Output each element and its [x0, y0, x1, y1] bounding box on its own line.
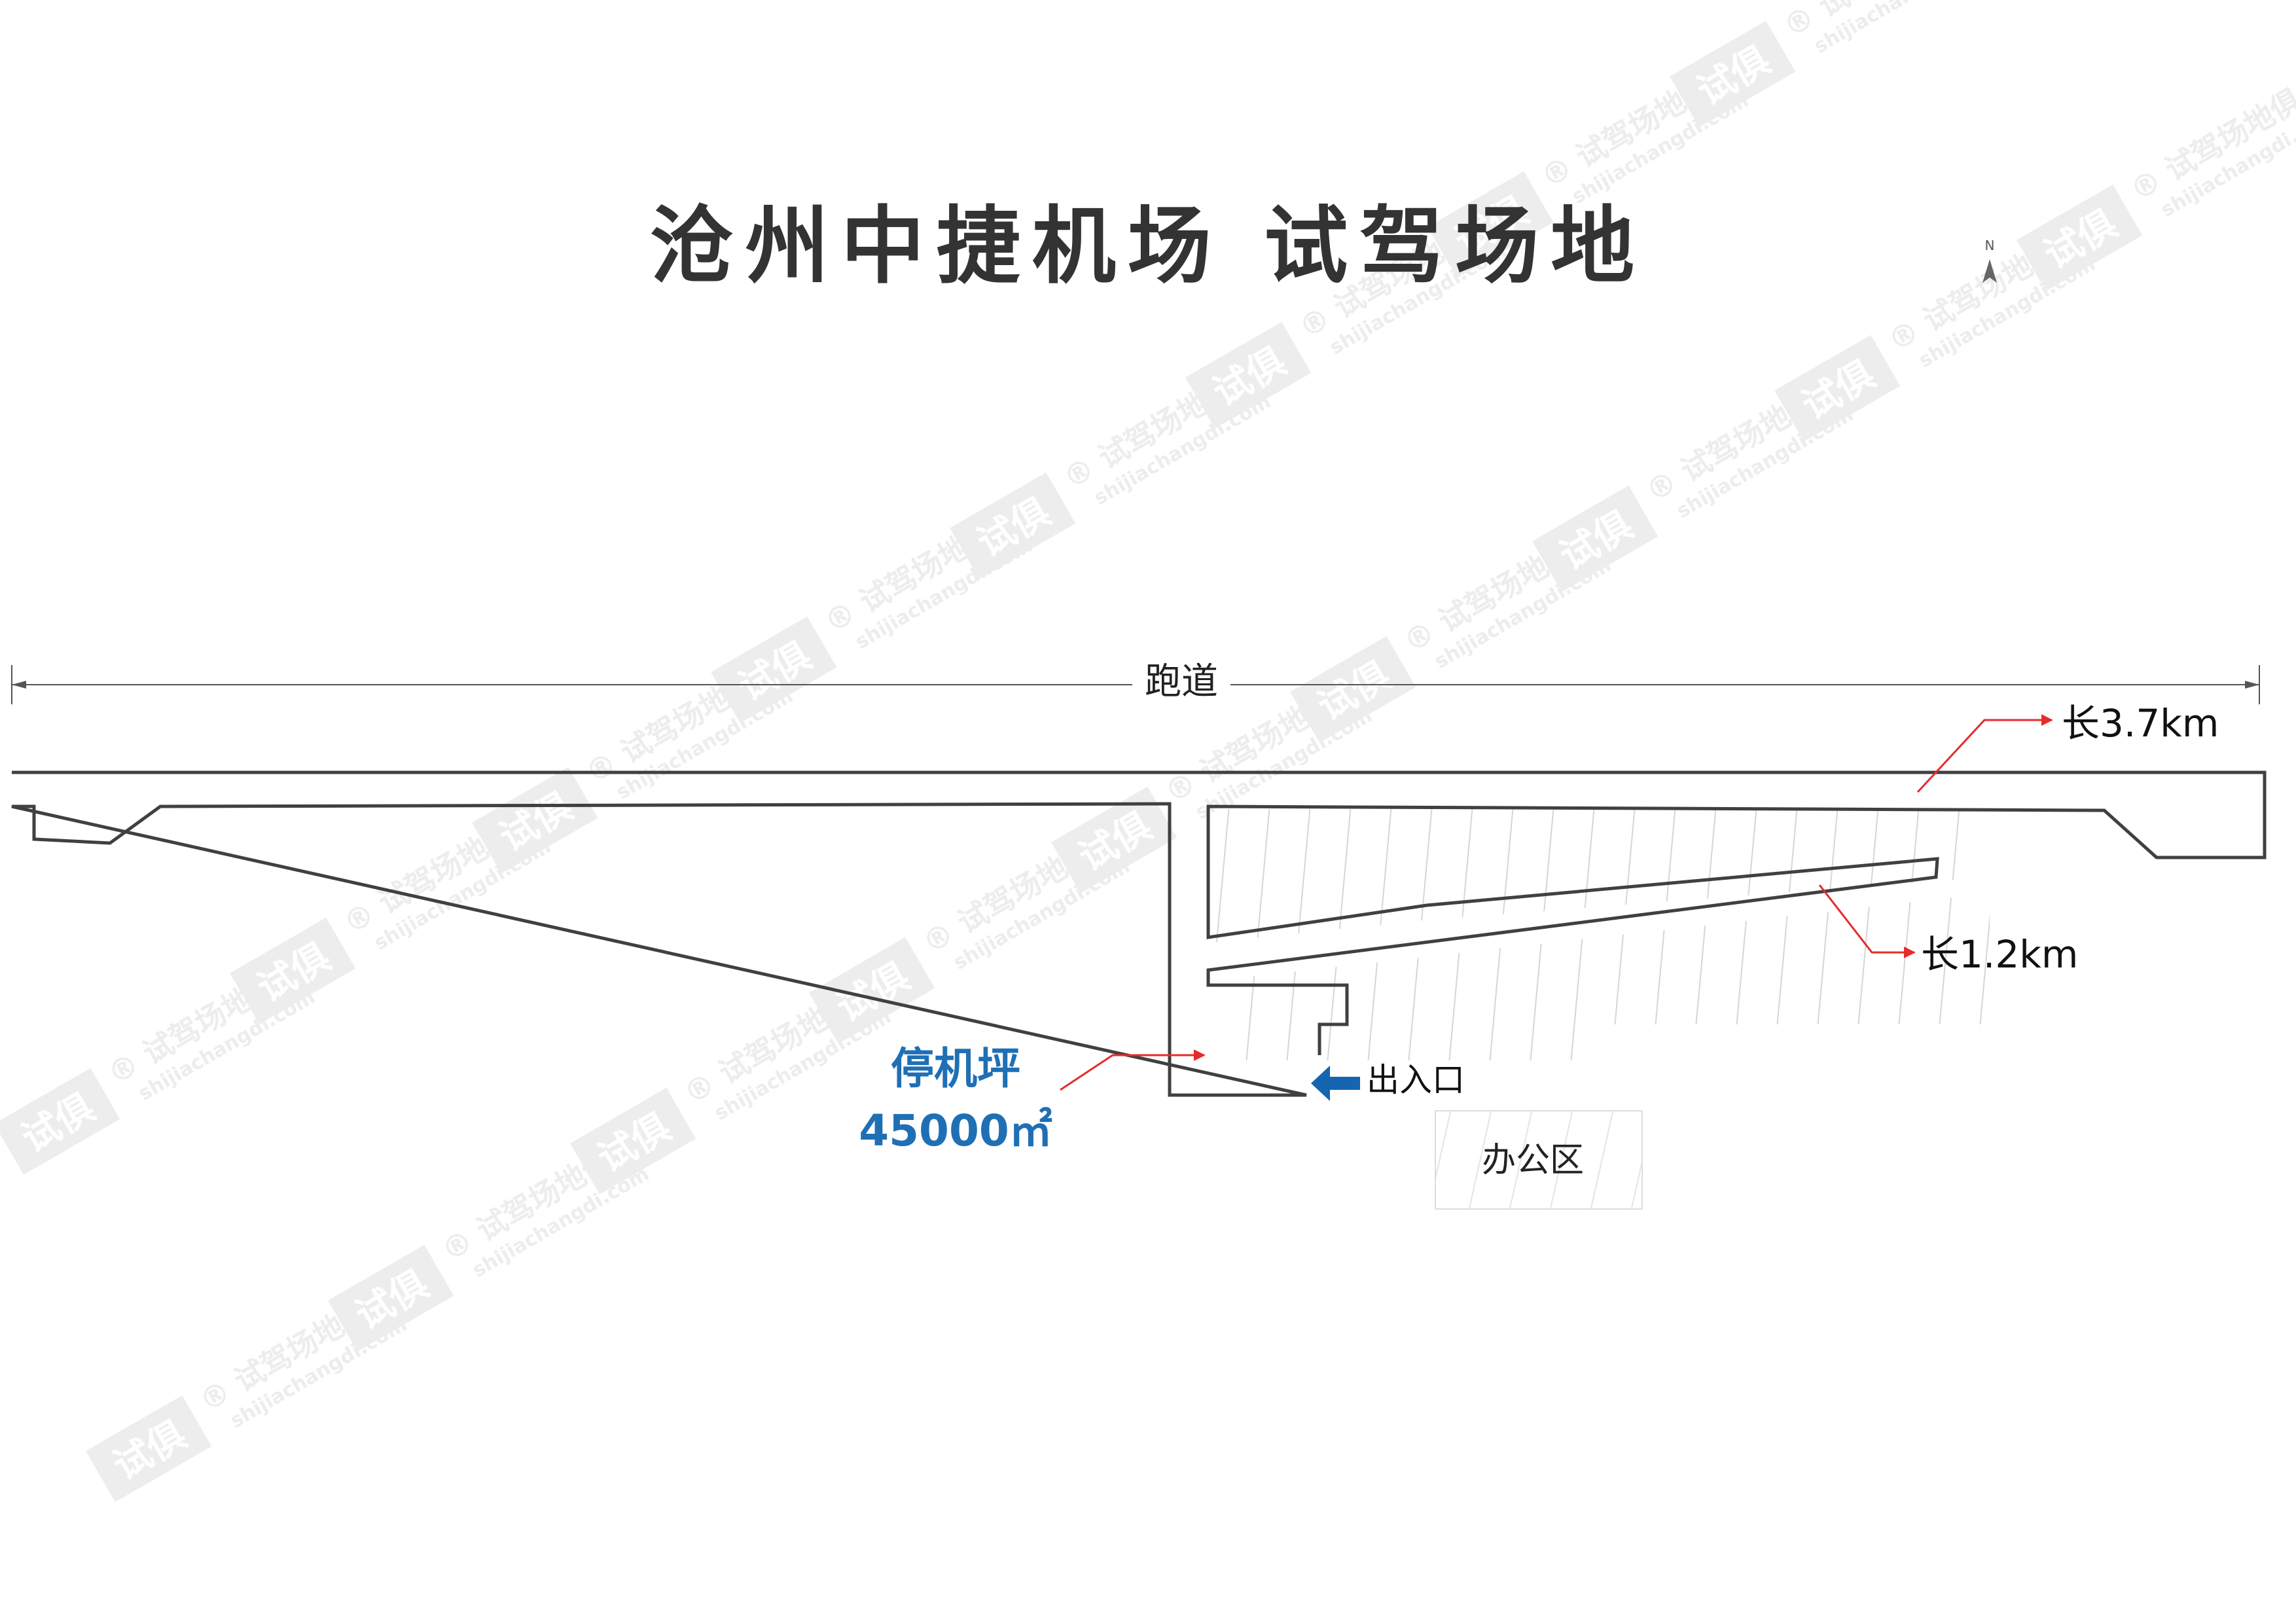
- hatch-line: [1286, 809, 1311, 1060]
- hatch-line: [1367, 809, 1392, 1060]
- entrance-label: 出入口: [1367, 1061, 1465, 1099]
- apron-leader: [1060, 1049, 1206, 1091]
- hatch-line: [1590, 1111, 1614, 1209]
- hatch-line: [1854, 809, 1879, 1060]
- runway-length-label: 长3.7km: [2062, 701, 2219, 746]
- office-box: [1435, 1110, 1643, 1210]
- north-arrow-icon: N: [1982, 238, 1997, 283]
- taxiway-length-leader: [1818, 884, 1916, 958]
- hatch-line: [1611, 809, 1636, 1060]
- hatch-line: [1435, 1111, 1452, 1182]
- hatch-line: [1509, 1111, 1533, 1209]
- page-title: 沧州中捷机场 试驾场地: [650, 198, 1647, 295]
- runway-label: 跑道: [1145, 660, 1218, 703]
- apron-area: 45000㎡: [859, 1106, 1052, 1156]
- apron-label: 停机坪: [891, 1043, 1020, 1094]
- runway-dimension: 跑道: [11, 660, 2260, 704]
- hatch-line: [1549, 1111, 1573, 1209]
- hatch-line: [1773, 809, 1798, 1060]
- hatch-line: [1814, 809, 1839, 1060]
- hatch-line: [1976, 809, 1990, 1060]
- hatch-line: [1895, 809, 1920, 1060]
- hatch-line: [1935, 809, 1960, 1060]
- hatch-line: [1651, 809, 1676, 1060]
- compass-label: N: [1985, 238, 1995, 253]
- hatch-line: [1468, 1111, 1492, 1209]
- taxiway-length-label: 长1.2km: [1921, 932, 2078, 977]
- runway-outline: [11, 770, 2267, 1097]
- hatch-line: [1408, 809, 1433, 1060]
- office-hatch: [1435, 1111, 1642, 1209]
- hatch-line: [1692, 809, 1717, 1060]
- hatch-line: [1246, 809, 1270, 1060]
- office-label: 办公区: [1482, 1141, 1584, 1180]
- hatch-line: [1732, 809, 1757, 1060]
- hatch-line: [1630, 1158, 1642, 1209]
- hatch-line: [1448, 809, 1473, 1060]
- entrance-arrow-icon: [1311, 1066, 1360, 1101]
- runway-length-leader: [1916, 714, 2053, 793]
- hatch-line: [1570, 809, 1595, 1060]
- hatch-line: [1530, 809, 1554, 1060]
